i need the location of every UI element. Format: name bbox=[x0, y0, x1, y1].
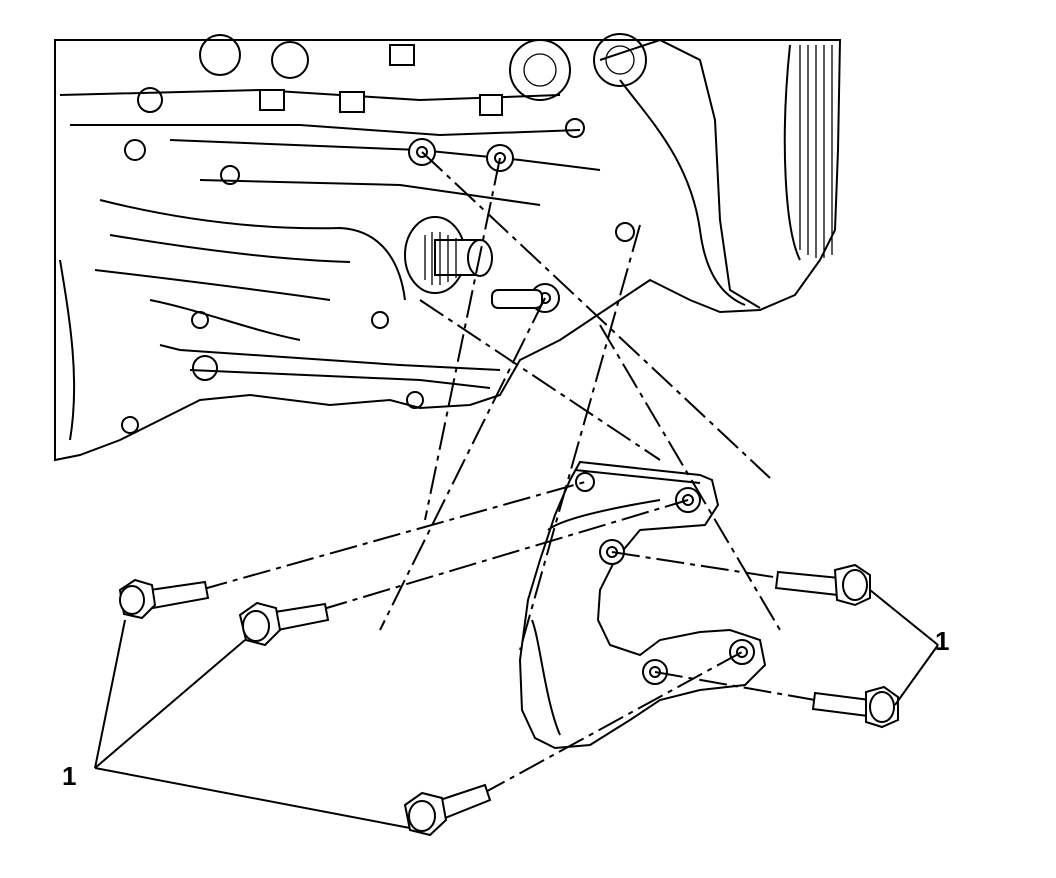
bolt-lower-right bbox=[811, 685, 899, 729]
alignment-lines bbox=[199, 151, 816, 796]
callout-label-left: 1 bbox=[62, 761, 76, 791]
drive-belt bbox=[783, 44, 833, 261]
bolt-upper-left bbox=[118, 578, 210, 620]
bolt-lower bbox=[403, 783, 492, 837]
leader-lines bbox=[94, 589, 939, 829]
bolt-upper-right bbox=[774, 563, 871, 607]
engine-block bbox=[54, 33, 842, 462]
callout-label-right: 1 bbox=[935, 626, 949, 656]
mounting-bracket bbox=[518, 460, 767, 750]
bolt-middle-left bbox=[238, 601, 330, 647]
oil-filter bbox=[404, 216, 493, 294]
